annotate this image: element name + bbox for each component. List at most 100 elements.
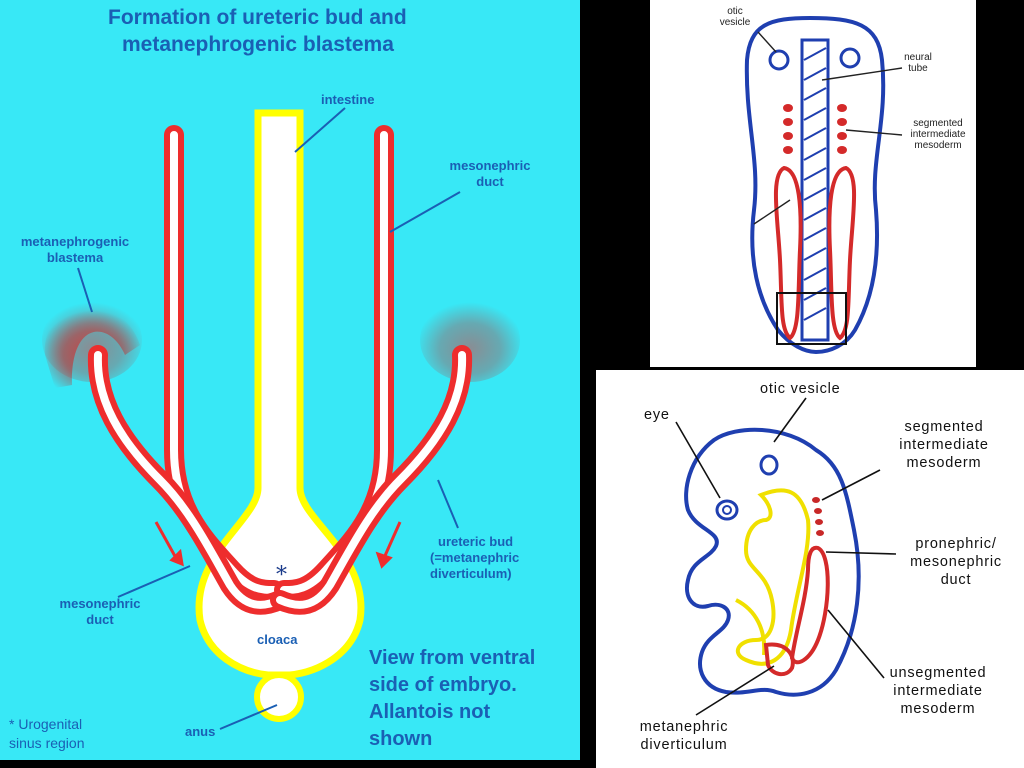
blastema-cloud-right — [420, 298, 520, 382]
label-ureteric-bud: ureteric bud (=metanephric diverticulum) — [430, 534, 519, 582]
label-cloaca: cloaca — [257, 632, 298, 647]
leader-segmented — [845, 129, 903, 136]
label-line: segmented — [904, 419, 984, 435]
urogenital-note-line: sinus region — [9, 735, 85, 751]
lateral-metanephric-region — [763, 642, 795, 677]
lateral-segmented-mesoderm — [812, 497, 824, 536]
leader-segmented — [821, 469, 881, 501]
title-line-1: Formation of ureteric bud and — [108, 6, 407, 29]
neural-tube-hatching — [803, 47, 827, 321]
label-line: metanephric — [639, 719, 729, 735]
ureteric-bud-left-lumen — [93, 351, 284, 609]
label-line: diverticulum) — [430, 566, 512, 581]
leader-intestine — [294, 107, 346, 153]
ventral-view-panel: Formation of ureteric bud and metanephro… — [0, 0, 580, 760]
label-lateral-eye: eye — [644, 407, 670, 423]
anus — [254, 672, 304, 722]
title-line-2: metanephrogenic blastema — [122, 33, 394, 56]
leader-mesonephric-top — [389, 191, 461, 233]
label-line: mesonephric — [910, 554, 1002, 570]
label-line: pronephric/ — [915, 536, 997, 552]
growth-arrow-left — [154, 521, 178, 559]
unsegmented-mesoderm-right — [827, 165, 857, 341]
gut-lower-branch — [735, 598, 767, 656]
label-metanephrogenic-blastema: metanephrogenic blastema — [10, 234, 140, 266]
label-lateral-segmented-mesoderm: segmented intermediate mesoderm — [884, 418, 1004, 472]
label-line: duct — [86, 612, 114, 627]
leader-metanephric — [695, 665, 775, 716]
growth-arrowhead-right — [375, 551, 393, 569]
otic-vesicle — [759, 454, 779, 476]
leader-mesonephric-bottom — [117, 565, 191, 598]
lateral-view-panel: otic vesicle eye segmented intermediate … — [596, 370, 1024, 768]
label-mesonephric-duct-top: mesonephric duct — [440, 158, 540, 190]
leader-unsegmented — [827, 609, 885, 679]
leader-pronephric — [825, 551, 897, 555]
otic-vesicle-left — [768, 49, 790, 71]
label-line: otic — [727, 6, 743, 17]
label-dorsal-otic-vesicle: otic vesicle — [710, 6, 760, 28]
label-intestine: intestine — [321, 92, 375, 107]
dorsal-view-diagram — [744, 15, 903, 355]
growth-arrow-right — [382, 521, 402, 559]
urogenital-note: * Urogenital sinus region — [9, 715, 85, 753]
label-line: intermediate — [910, 129, 966, 140]
label-line: (=metanephric — [430, 550, 520, 565]
label-dorsal-segmented-mesoderm: segmented intermediate mesoderm — [900, 118, 976, 151]
label-line: mesonephric — [449, 158, 531, 173]
label-lateral-metanephric-diverticulum: metanephric diverticulum — [628, 718, 740, 754]
label-line: intermediate — [899, 437, 989, 453]
label-line: neural — [904, 52, 932, 63]
embryo-outline-dorsal — [744, 15, 886, 355]
label-line: duct — [940, 572, 972, 588]
eye-lens — [722, 505, 732, 515]
urogenital-note-line: * Urogenital — [9, 716, 83, 732]
ventral-view-diagram — [42, 107, 520, 730]
leader-neural-tube — [821, 67, 903, 81]
label-line: mesonephric — [59, 596, 141, 611]
unsegmented-mesoderm-left — [773, 165, 803, 341]
view-note: View from ventral side of embryo. Allant… — [369, 645, 535, 753]
diagram-title: Formation of ureteric bud and metanephro… — [108, 4, 407, 58]
leader-blastema — [77, 267, 93, 313]
embryo-outline-lateral — [684, 427, 861, 697]
label-line: duct — [476, 174, 504, 189]
label-line: blastema — [46, 250, 104, 265]
label-lateral-pronephric-duct: pronephric/ mesonephric duct — [900, 535, 1012, 589]
leader-otic-vesicle — [757, 31, 777, 53]
label-line: tube — [908, 63, 928, 74]
growth-arrowhead-left — [169, 548, 184, 567]
leader-unsegmented — [753, 199, 791, 225]
leader-anus — [219, 704, 278, 730]
view-note-line: View from ventral — [369, 647, 536, 669]
leader-ureteric-bud — [437, 479, 459, 529]
label-line: intermediate — [893, 683, 983, 699]
dorsal-view-panel: otic vesicle neural tube segmented inter… — [650, 0, 976, 367]
label-line: ureteric bud — [438, 534, 514, 549]
label-line: mesoderm — [914, 140, 962, 151]
label-anus: anus — [185, 724, 216, 739]
blastema-cloud-left — [42, 298, 142, 382]
otic-vesicle-right — [839, 47, 861, 69]
label-line: segmented — [913, 118, 963, 129]
label-line: diverticulum — [640, 737, 728, 753]
lateral-view-diagram — [675, 397, 897, 716]
leader-eye — [675, 421, 721, 499]
label-lateral-otic-vesicle: otic vesicle — [760, 381, 841, 397]
label-line: metanephrogenic — [20, 234, 130, 249]
gut-tube — [735, 488, 811, 666]
label-lateral-unsegmented-mesoderm: unsegmented intermediate mesoderm — [880, 664, 996, 718]
urogenital-sinus-asterisk: * — [276, 563, 287, 588]
label-line: unsegmented — [889, 665, 987, 681]
label-line: mesoderm — [900, 701, 976, 717]
ureteric-bud-right-lumen — [276, 351, 467, 609]
view-note-line: side of embryo. — [369, 674, 517, 696]
label-line: mesoderm — [906, 455, 982, 471]
label-line: vesicle — [719, 17, 751, 28]
view-note-line: shown — [369, 728, 433, 750]
leader-otic-vesicle — [773, 397, 807, 443]
view-note-line: Allantois not — [369, 701, 491, 723]
lateral-unsegmented-mesoderm — [789, 545, 830, 665]
caudal-region-box — [776, 292, 847, 345]
label-dorsal-neural-tube: neural tube — [888, 52, 948, 74]
